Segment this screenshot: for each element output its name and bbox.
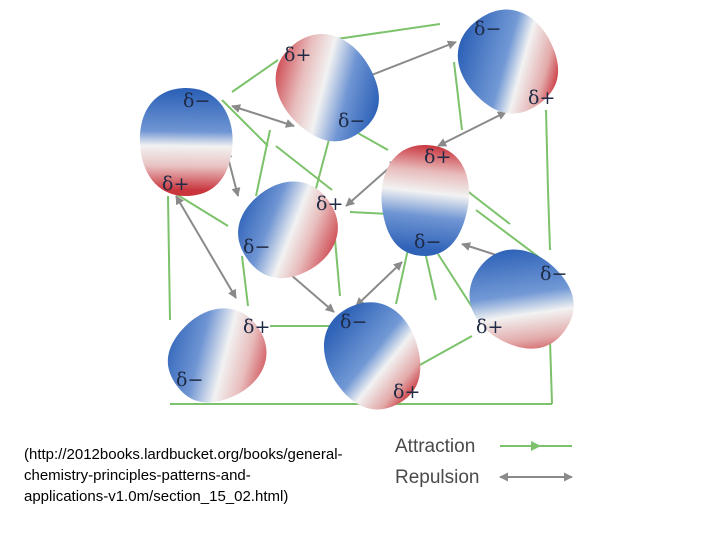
delta-plus-label: δ+ bbox=[528, 87, 555, 109]
delta-minus-label: δ− bbox=[243, 236, 270, 258]
charge-labels: δ− δ+ δ+ δ− δ− δ+ δ+ δ− δ+ δ− δ− δ+ δ+ δ… bbox=[162, 18, 567, 403]
delta-minus-label: δ− bbox=[183, 90, 210, 112]
repulsion-arrow bbox=[363, 40, 457, 80]
molecule-7 bbox=[167, 308, 267, 403]
attraction-arrow bbox=[241, 255, 249, 307]
attraction-arrow bbox=[275, 145, 333, 191]
repulsion-arrow bbox=[175, 195, 237, 299]
attraction-arrow bbox=[349, 211, 389, 215]
attraction-arrow bbox=[355, 131, 389, 151]
molecule-5 bbox=[381, 145, 469, 256]
attraction-arrow bbox=[465, 189, 511, 225]
attraction-arrow bbox=[453, 61, 463, 131]
delta-plus-label: δ+ bbox=[316, 193, 343, 215]
legend-attraction-label: Attraction bbox=[395, 436, 475, 457]
attraction-arrow bbox=[549, 339, 553, 405]
attraction-arrow bbox=[547, 189, 551, 251]
attraction-arrow bbox=[475, 209, 541, 259]
repulsion-lines bbox=[175, 40, 519, 313]
molecule-2 bbox=[275, 34, 379, 142]
molecule-3 bbox=[457, 9, 559, 114]
delta-plus-label: δ+ bbox=[162, 173, 189, 195]
delta-plus-label: δ+ bbox=[243, 316, 270, 338]
repulsion-arrow bbox=[355, 261, 403, 307]
attraction-arrow bbox=[255, 129, 271, 197]
attraction-lines bbox=[167, 23, 553, 405]
attraction-arrow bbox=[417, 335, 473, 367]
delta-plus-label: δ+ bbox=[284, 44, 311, 66]
delta-minus-label: δ− bbox=[338, 110, 365, 132]
source-caption: (http://2012books.lardbucket.org/books/g… bbox=[24, 446, 343, 505]
attraction-arrow bbox=[329, 23, 441, 41]
delta-minus-label: δ− bbox=[474, 18, 501, 40]
delta-minus-label: δ− bbox=[340, 311, 367, 333]
attraction-arrow bbox=[437, 253, 475, 311]
delta-plus-label: δ+ bbox=[476, 316, 503, 338]
attraction-arrow bbox=[545, 109, 549, 191]
legend: Attraction Repulsion bbox=[395, 436, 573, 488]
molecule-6 bbox=[469, 249, 574, 349]
repulsion-arrow bbox=[231, 104, 295, 128]
molecule-1 bbox=[139, 88, 233, 196]
legend-repulsion-label: Repulsion bbox=[395, 467, 480, 488]
repulsion-arrow bbox=[437, 111, 507, 147]
molecules bbox=[139, 9, 574, 410]
molecule-8 bbox=[324, 302, 421, 410]
delta-plus-label: δ+ bbox=[424, 146, 451, 168]
delta-minus-label: δ− bbox=[414, 231, 441, 253]
attraction-arrow bbox=[231, 59, 279, 93]
delta-minus-label: δ− bbox=[176, 369, 203, 391]
molecule-4 bbox=[238, 181, 338, 279]
delta-minus-label: δ− bbox=[540, 263, 567, 285]
attraction-arrow bbox=[167, 195, 171, 321]
delta-plus-label: δ+ bbox=[393, 381, 420, 403]
